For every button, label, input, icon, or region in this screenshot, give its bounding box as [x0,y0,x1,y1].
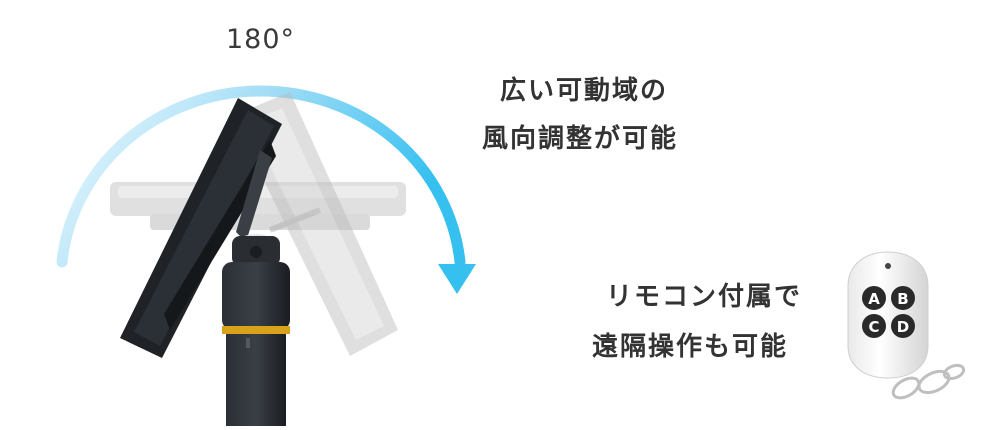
fan-head [120,98,282,358]
svg-text:A: A [868,290,880,308]
remote-control: A B C D [847,251,966,400]
remote-button-b: B [891,286,915,310]
feature-line-remote: リモコン付属で [606,282,803,312]
fan-pivot [232,234,280,266]
rotation-arrow [56,85,476,294]
remote-button-c: C [862,314,886,338]
feature-line-range: 広い可動域の [500,76,669,106]
svg-text:B: B [897,290,908,308]
keyring-icon [891,363,966,400]
feature-line-direction: 風向調整が可能 [482,124,679,154]
svg-text:D: D [897,318,909,336]
remote-button-a: A [862,286,886,310]
remote-button-d: D [891,314,915,338]
rotation-angle-label: 180° [226,24,296,55]
fan-pole [222,262,290,426]
feature-line-operation: 遠隔操作も可能 [592,332,789,362]
svg-text:C: C [868,318,879,336]
